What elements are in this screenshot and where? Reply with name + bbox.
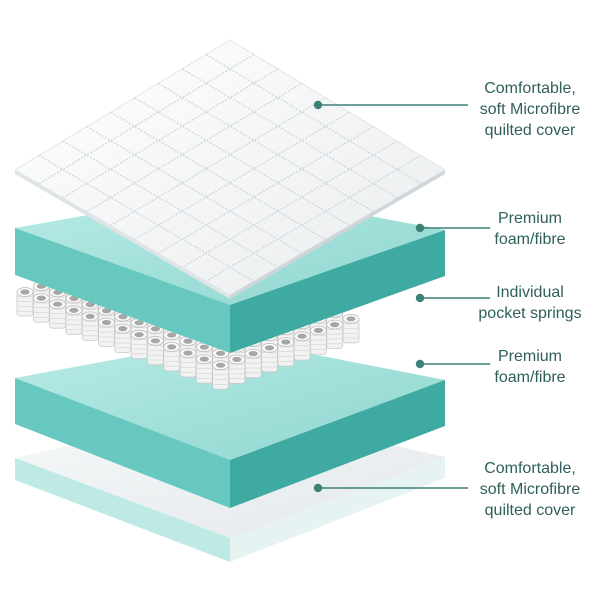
leader-lines [313,100,490,493]
label-bottom-cover: Comfortable, soft Microfibre quilted cov… [479,460,581,519]
leader-dot [313,100,323,110]
pocket-spring [195,354,213,384]
label-lower-foam: Premium foam/fibre [494,348,566,386]
top-cover-layer [14,39,446,299]
quilt-stitch-line [158,126,374,254]
quilt-stitch-line [134,97,350,227]
label-pocket-springs: Individual pocket springs [478,284,582,322]
quilt-stitch-line [134,111,350,241]
leader-dot [415,223,425,233]
bottom-cover-right-side [230,457,445,562]
pocket-spring [114,323,132,354]
pocket-spring [32,293,50,323]
pocket-spring [81,311,99,341]
lower-foam-right-side [230,380,445,508]
pocket-spring [228,354,246,384]
quilt-stitch-line [181,140,398,268]
top-cover-left-edge [15,170,230,299]
pocket-spring [293,331,311,361]
pocket-spring [49,299,66,329]
label-upper-foam: Premium foam/fibre [494,210,566,248]
top-cover-right-edge [230,170,445,299]
quilt-stitch-line [110,111,326,241]
pocket-spring [130,329,148,360]
lower-foam-top [15,338,445,460]
pocket-spring [212,360,230,390]
pocket-spring [16,287,34,317]
quilt-stitch-line [205,154,422,282]
quilt-stitching [38,53,422,282]
pocket-spring [244,348,262,379]
pocket-spring [342,313,360,344]
pocket-spring [65,305,83,335]
leader-dot [313,483,323,493]
pocket-spring [326,319,344,350]
pocket-spring [277,337,295,367]
quilt-stitch-line [110,97,326,227]
label-top-cover: Comfortable, soft Microfibre quilted cov… [479,80,581,139]
lower-foam-layer [15,338,445,508]
pocket-spring [146,335,164,366]
pocket-spring [98,317,115,347]
quilt-stitch-line [38,154,255,282]
upper-foam-left-side [15,228,230,353]
pocket-spring [309,325,327,355]
bottom-cover-left-side [15,458,230,562]
pocket-spring [163,341,181,372]
leader-dot [415,293,425,303]
lower-foam-left-side [15,378,230,508]
pocket-spring [179,348,197,378]
pocket-spring [261,342,278,373]
quilt-stitch-line [86,126,302,254]
leader-dot [415,359,425,369]
upper-foam-right-side [230,230,445,353]
quilt-stitch-line [62,140,279,268]
